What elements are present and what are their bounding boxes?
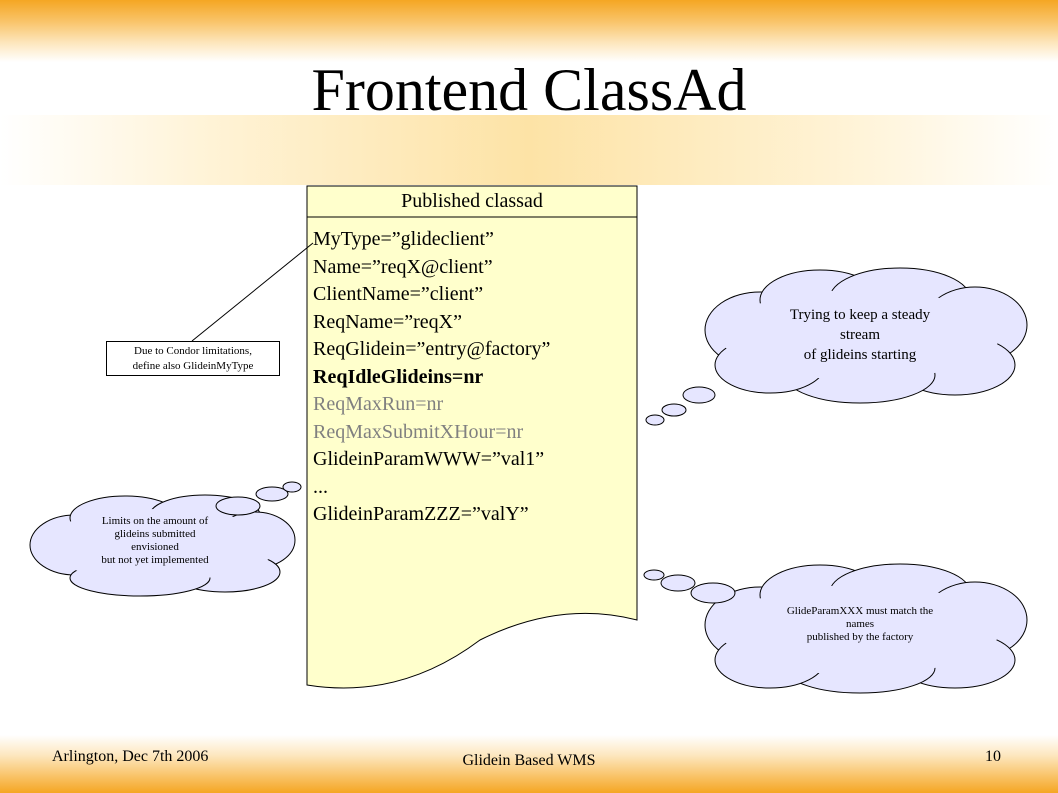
cloud-params-line-3: published by the factory <box>806 631 914 643</box>
cloud-steady-text: Trying to keep a steady stream of glidei… <box>730 305 990 365</box>
callout-line <box>191 242 314 342</box>
note-line-1: Due to Condor limitations, <box>134 345 252 357</box>
footer-title: Glidein Based WMS <box>462 752 596 769</box>
cloud-steady-stream <box>704 267 1028 404</box>
cloud-steady-line-3: of glideins starting <box>803 347 917 363</box>
note-line-2: define also GlideinMyType <box>132 360 254 372</box>
classad-line: MyType=”glideclient” <box>313 228 494 250</box>
slide-title: Frontend ClassAd <box>311 57 747 123</box>
cloud-steady-line-2: stream <box>840 327 880 343</box>
classad-document <box>306 185 638 689</box>
cloud-limits-tail <box>215 481 302 516</box>
cloud-limits-line-1: Limits on the amount of <box>101 515 209 527</box>
title-band <box>0 115 1058 185</box>
classad-line: ReqMaxSubmitXHour=nr <box>313 420 524 443</box>
classad-header: Published classad <box>401 190 543 212</box>
classad-line: ReqName=”reqX” <box>313 310 462 333</box>
classad-line: ReqGlidein=”entry@factory” <box>313 338 551 360</box>
cloud-steady-tail <box>645 386 716 426</box>
cloud-steady-line-1: Trying to keep a steady <box>789 307 931 323</box>
classad-line: Name=”reqX@client” <box>313 255 493 278</box>
top-banner <box>0 0 1058 62</box>
cloud-params-tail <box>643 569 736 604</box>
classad-line: ClientName=”client” <box>313 283 484 305</box>
page-number: 10 <box>985 748 1001 765</box>
cloud-params <box>704 563 1028 694</box>
cloud-limits-line-2: glideins submitted <box>114 528 196 540</box>
bottom-banner <box>0 735 1058 793</box>
cloud-params-text: GlideParamXXX must match the names publi… <box>730 605 990 644</box>
cloud-limits-line-3: envisioned <box>131 541 179 553</box>
classad-line: ... <box>313 475 328 498</box>
footer-location-date: Arlington, Dec 7th 2006 <box>52 748 209 765</box>
classad-line: GlideinParamWWW=”val1” <box>313 448 545 470</box>
cloud-limits-text: Limits on the amount of glideins submitt… <box>60 515 250 567</box>
classad-line: ReqMaxRun=nr <box>313 393 444 415</box>
cloud-limits-line-4: but not yet implemented <box>101 554 209 566</box>
classad-line: GlideinParamZZZ=”valY” <box>313 503 529 525</box>
classad-line: ReqIdleGlideins=nr <box>313 365 484 388</box>
classad-lines: MyType=”glideclient” Name=”reqX@client” Cl… <box>313 226 643 529</box>
condor-limitation-note: Due to Condor limitations, define also G… <box>106 341 280 376</box>
cloud-params-line-1: GlideParamXXX must match the <box>786 605 934 617</box>
cloud-params-line-2: names <box>845 618 875 630</box>
